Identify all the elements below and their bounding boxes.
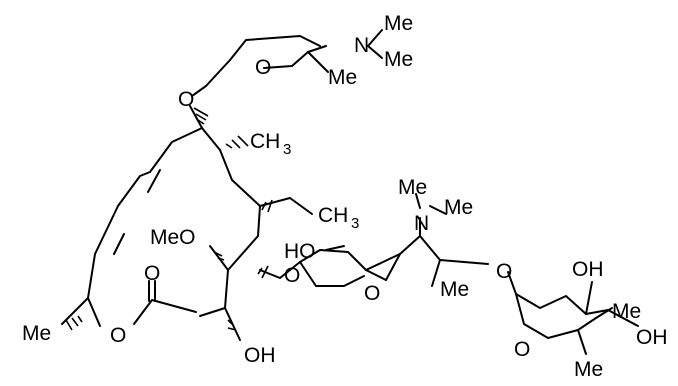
glycosidic-o-top: O <box>178 88 194 111</box>
meo-label: MeO <box>150 226 196 249</box>
lactone-ring-o: O <box>110 324 126 347</box>
glycosidic-o-right: O <box>496 260 512 283</box>
glycosidic-o-mid: O <box>284 264 300 287</box>
top-sugar-n: N <box>354 34 369 57</box>
ch3-ethyl-sub: 3 <box>351 215 359 232</box>
mid-sugar-c-me: Me <box>440 278 469 301</box>
top-sugar-me1: Me <box>384 12 413 35</box>
me-left: Me <box>22 322 51 345</box>
right-sugar-me-top: Me <box>612 300 641 323</box>
right-sugar-ring-o: O <box>514 338 530 361</box>
right-sugar-oh-top: OH <box>572 258 604 281</box>
mid-sugar-n: N <box>414 212 429 235</box>
mid-sugar-me2: Me <box>444 196 473 219</box>
ch3-top: CH <box>250 130 280 153</box>
atom-labels: O N Me Me Me O CH 3 CH 3 MeO O O Me OH H… <box>22 12 668 381</box>
oh-bottom: OH <box>244 344 276 367</box>
ch3-ethyl: CH <box>318 204 348 227</box>
mid-sugar-ring-o: O <box>364 282 380 305</box>
top-sugar-c-me: Me <box>328 66 357 89</box>
mid-sugar-me1: Me <box>398 176 427 199</box>
top-sugar-me2: Me <box>384 48 413 71</box>
right-sugar-oh-right: OH <box>636 326 668 349</box>
right-sugar-me-bottom: Me <box>574 358 603 381</box>
top-sugar-ring-o: O <box>255 56 271 79</box>
stereo-hashes <box>65 107 273 331</box>
ch3-top-sub: 3 <box>283 141 291 158</box>
mid-sugar-ho: HO <box>284 240 316 263</box>
lactone-carbonyl-o: O <box>144 262 160 285</box>
bond-lines <box>61 29 639 355</box>
